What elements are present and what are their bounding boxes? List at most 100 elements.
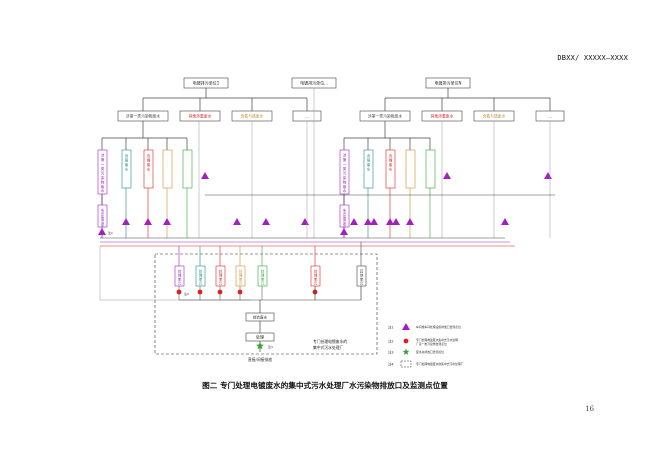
monitor-point-triangle: [402, 323, 410, 330]
wastewater-type-box-label: ...: [548, 114, 552, 119]
plant-unit-box: [356, 265, 367, 287]
vertical-box-char: 理: [219, 272, 223, 277]
legend-text: 专门处理电镀废水集中式污水处理: [416, 338, 458, 342]
legend-key: 注1: [388, 325, 394, 330]
wastewater-type-box-label: 其他涉重废水: [431, 114, 454, 119]
monitor-point-triangle: [98, 228, 106, 235]
legend-text: 废水总排放口监测点位: [416, 350, 444, 354]
vertical-box-char: 理: [199, 272, 203, 277]
vertical-box-char: 单: [360, 276, 364, 281]
standard-code: DBXX/ XXXXX—XXXX: [557, 54, 628, 62]
vertical-box-char: 单: [178, 276, 182, 281]
vertical-box-char: .: [430, 154, 431, 158]
vertical-box-char: 设: [101, 219, 104, 224]
vertical-box-char: 元: [178, 281, 182, 285]
outlet-star-icon: [256, 342, 264, 350]
vertical-box-char: 处: [219, 268, 223, 273]
vertical-box-char: 处: [343, 213, 346, 218]
monitor-point-circle: [197, 289, 203, 295]
vertical-box-char: 第: [101, 157, 105, 162]
vertical-box-char: 水: [101, 188, 105, 193]
wastewater-type-box-label: 其他涉重废水: [189, 114, 212, 119]
wastewater-type-box-label: 含氰与铬废水: [483, 114, 506, 119]
vertical-box-char: 第: [343, 157, 347, 162]
vertical-box-char: 车: [101, 207, 104, 212]
vertical-box-char: .: [167, 163, 168, 167]
vertical-box-char: 水: [343, 188, 347, 193]
plant-unit-box: [174, 265, 185, 287]
vertical-box-char: 废: [147, 162, 151, 167]
vertical-box-char: 含: [147, 153, 151, 158]
vertical-box-char: 涉: [343, 153, 347, 158]
vertical-box-char: .: [187, 163, 188, 167]
legend-key: 注2: [388, 339, 394, 344]
wastewater-type-box-label: ...: [305, 114, 309, 119]
plant-unit-box: [310, 265, 321, 287]
treatment-column-box: [162, 149, 173, 189]
vertical-box-char: .: [430, 163, 431, 167]
wastewater-type-box-label: 涉第一类污染物废水: [126, 114, 160, 119]
monitor-point-triangle: [163, 218, 171, 225]
vertical-box-char: 理: [261, 272, 265, 277]
vertical-box-char: 间: [101, 210, 104, 215]
monitor-point-triangle: [392, 218, 400, 225]
treatment-column-box: [425, 149, 436, 189]
vertical-box-char: 设: [343, 219, 346, 224]
legend-text: 专门处理电镀废水的集中式污水处理厂: [416, 362, 464, 366]
note-tag: 注2: [184, 291, 189, 296]
vertical-box-char: 废: [343, 184, 347, 189]
vertical-box-char: 元: [239, 281, 243, 285]
vertical-box-char: .: [430, 158, 431, 162]
treatment-column-box: [363, 149, 374, 189]
vertical-box-char: 一: [343, 163, 347, 167]
legend-boundary-swatch: [400, 360, 412, 368]
vertical-box-char: 镍: [389, 157, 393, 162]
monitor-point-triangle: [406, 218, 414, 225]
treatment-column-box: [121, 149, 132, 189]
monitor-point-triangle: [144, 218, 152, 225]
vertical-box-char: 水: [389, 167, 393, 172]
source-unit-box-label: 电镀排污单位1: [193, 80, 220, 86]
source-unit-box-label: 电镀排污单位N: [435, 80, 462, 86]
monitor-point-triangle: [443, 172, 451, 179]
monitor-point-triangle: [301, 218, 309, 225]
vertical-box-char: 车: [343, 207, 346, 212]
workshop-treatment-box: [97, 204, 108, 228]
plant-boundary: [154, 253, 378, 355]
wastewater-type-box: [179, 110, 221, 122]
figure-caption: 图二 专门处理电镀废水的集中式污水处理厂水污染物排放口及监测点位置: [202, 381, 448, 390]
monitor-point-triangle: [262, 218, 270, 225]
plant-note: 集中式污水处理厂: [313, 345, 344, 350]
plant-note: 专门处理电镀废水的: [313, 339, 347, 344]
monitor-point-circle: [217, 289, 223, 295]
vertical-box-char: 镍: [147, 157, 151, 162]
vertical-box-char: 理: [178, 272, 182, 277]
vertical-box-char: 染: [101, 175, 105, 180]
vertical-box-char: .: [410, 163, 411, 167]
vertical-box-char: 单: [314, 276, 318, 281]
plant-unit-box: [257, 265, 268, 287]
monitor-point-circle: [176, 289, 182, 295]
vertical-box-char: 处: [239, 268, 243, 273]
legend-key: 注3: [388, 350, 394, 355]
vertical-box-char: 元: [219, 281, 223, 285]
vertical-box-char: 理: [314, 272, 318, 277]
vertical-box-char: 他: [360, 272, 364, 277]
vertical-box-char: 单: [199, 276, 203, 281]
outlet-star-icon: [402, 348, 410, 355]
vertical-box-char: 含: [125, 153, 129, 158]
legend-text: 车间或车间处理设施排放口监测点位: [416, 325, 461, 329]
legend-text: 厂第一类污染物监测点位: [416, 342, 447, 346]
vertical-box-char: .: [167, 154, 168, 158]
treatment-column-box: [339, 149, 350, 195]
vertical-box-char: 染: [343, 175, 347, 180]
vertical-box-char: 类: [101, 166, 105, 171]
treatment-column-box: [143, 149, 154, 189]
vertical-box-char: 含: [367, 153, 371, 158]
vertical-box-char: 处: [261, 268, 265, 273]
vertical-box-char: .: [410, 154, 411, 158]
final-treatment-box-label: 处理: [256, 334, 264, 340]
treatment-column-box: [182, 149, 193, 189]
vertical-box-char: 水: [367, 167, 371, 172]
